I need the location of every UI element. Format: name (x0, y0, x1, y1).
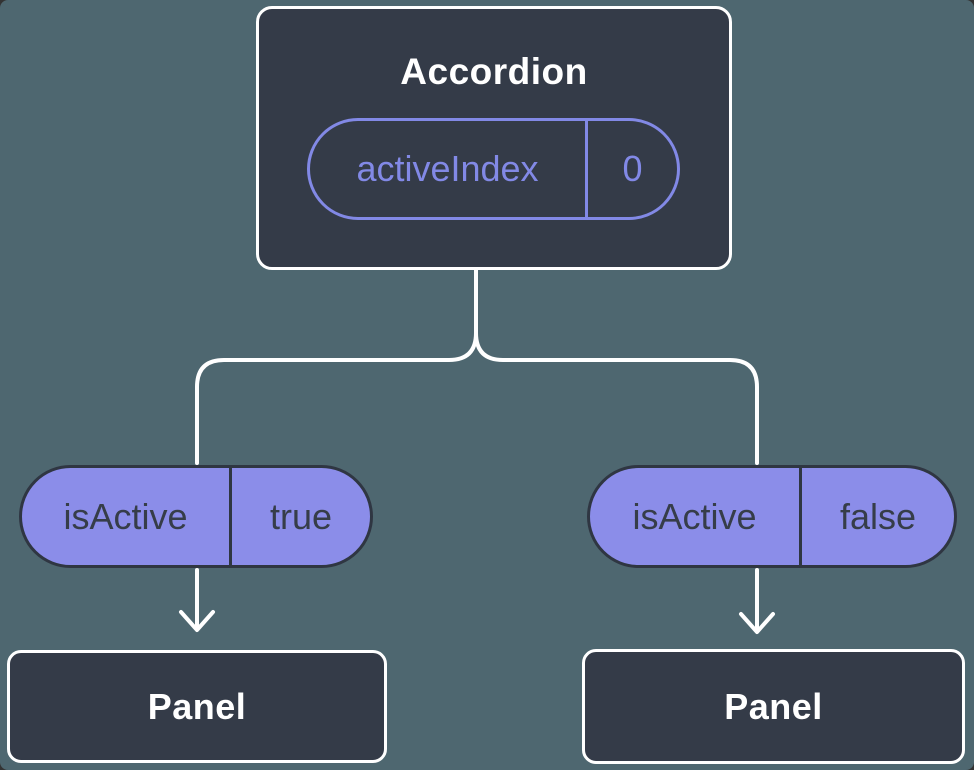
arrow-down-icon (739, 612, 775, 634)
panel-node-right: Panel (582, 649, 965, 764)
state-pill-activeindex: activeIndex 0 (307, 118, 680, 220)
prop-pill-name: isActive (63, 495, 188, 537)
prop-pill-value: true (229, 468, 370, 565)
prop-pill-name: isActive (632, 495, 757, 537)
state-pill-name: activeIndex (356, 148, 539, 189)
state-pill-value: 0 (585, 121, 677, 217)
prop-pill-isactive-true: isActive true (19, 465, 373, 568)
prop-pill-isactive-false: isActive false (587, 465, 957, 568)
arrow-down-icon (179, 610, 215, 632)
connector-root-to-left-child (195, 268, 478, 465)
accordion-node: Accordion activeIndex 0 (256, 6, 732, 270)
prop-pill-value: false (799, 468, 954, 565)
connector-root-to-right-child (474, 268, 759, 465)
panel-node-left: Panel (7, 650, 387, 763)
accordion-node-title: Accordion (400, 51, 588, 92)
